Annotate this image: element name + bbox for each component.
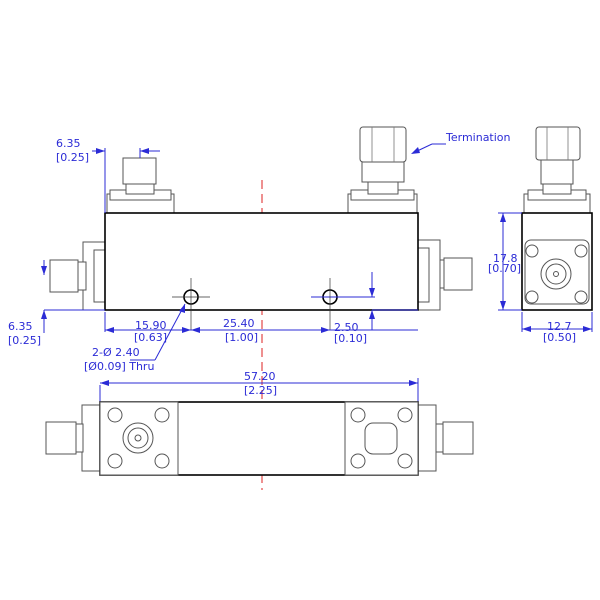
dimension-width: 12.7 [0.50] [521, 312, 593, 344]
mounting-holes [172, 278, 375, 330]
termination-label: Termination [445, 131, 511, 144]
dim-value: 2.50 [334, 321, 359, 334]
dimension-left-offset: 6.35 [0.25] [8, 260, 105, 347]
hole-spec-label: [Ø0.09] Thru [84, 360, 154, 373]
dim-value: [1.00] [225, 331, 258, 344]
termination-connector [347, 126, 418, 214]
dimension-top-offset: 6.35 [0.25] [56, 137, 160, 213]
dim-value: 6.35 [56, 137, 81, 150]
dim-value: 12.7 [547, 320, 572, 333]
side-view [521, 126, 593, 311]
right-sma-connector [417, 239, 473, 311]
dim-value: [0.50] [543, 331, 576, 344]
termination-callout: Termination [411, 131, 511, 154]
dimension-height: 17.8 [0.70] [488, 212, 522, 311]
dim-value: 57.20 [244, 370, 276, 383]
dim-value: 17.8 [493, 252, 518, 265]
dimension-hole-positions: 15.90 [0.63] 25.40 [1.00] 2.50 [0.10] [104, 272, 418, 345]
dim-value: [0.70] [488, 262, 521, 275]
dim-value: [0.25] [8, 334, 41, 347]
hole-spec-label: 2-Ø 2.40 [92, 346, 140, 359]
dim-value: [2.25] [244, 384, 277, 397]
hole-callout: 2-Ø 2.40 [Ø0.09] Thru [84, 303, 186, 373]
dim-value: 25.40 [223, 317, 255, 330]
dim-value: 6.35 [8, 320, 33, 333]
dim-value: [0.63] [134, 331, 167, 344]
bottom-view [45, 401, 474, 476]
dimension-overall-length: 57.20 [2.25] [99, 370, 419, 402]
coupler-body [104, 212, 419, 311]
dim-value: 15.90 [135, 319, 167, 332]
hex-bolts [525, 244, 588, 304]
front-view [49, 126, 473, 490]
top-sma-connector [106, 157, 175, 214]
dim-value: [0.10] [334, 332, 367, 345]
dim-value: [0.25] [56, 151, 89, 164]
left-sma-connector [49, 241, 106, 311]
